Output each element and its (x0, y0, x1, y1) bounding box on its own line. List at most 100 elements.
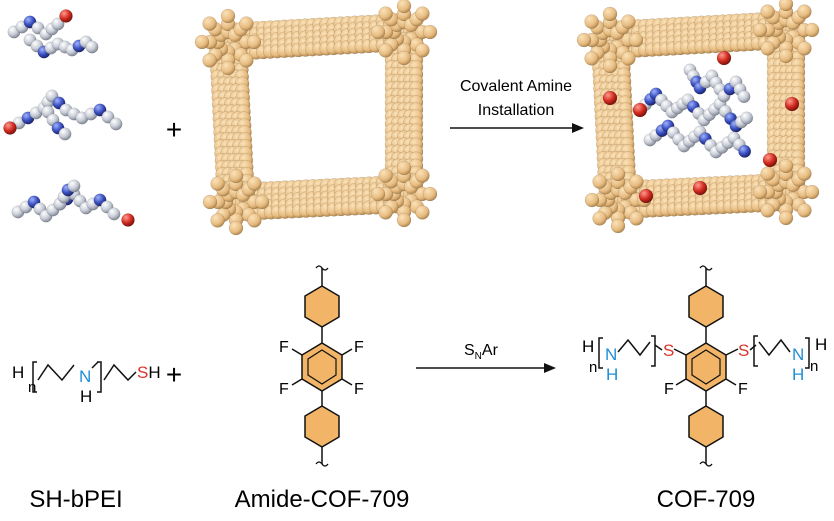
framework-node-atom (752, 22, 768, 38)
framework-node-atom (628, 32, 644, 48)
oxygen-atom (632, 102, 648, 118)
carbon-atom (67, 179, 81, 193)
framework-node-atom (415, 6, 430, 21)
framework-node-atom (584, 192, 600, 208)
pei-n-subscript: n (28, 379, 36, 396)
framework-node-atom (592, 211, 607, 226)
bottom-plus-sign: + (166, 359, 182, 390)
carbon-atom (107, 207, 121, 221)
oxygen-atom (121, 213, 135, 227)
pei-h-left: H (12, 363, 24, 382)
product-nh-left: H (606, 365, 618, 384)
framework-node-atom (592, 174, 607, 189)
oxygen-atom (638, 188, 654, 204)
framework-node-atom (584, 14, 599, 29)
framework-node-atom (396, 212, 412, 228)
framework-node-atom (370, 186, 386, 202)
framework-node-atom (576, 32, 592, 48)
framework-node-atom (778, 210, 794, 226)
framework-node-atom (378, 168, 393, 183)
oxygen-atom (762, 152, 778, 168)
oxygen-atom (716, 50, 732, 66)
amide-linker-structure: F F F F (279, 265, 364, 467)
framework-node-atom (396, 0, 412, 14)
framework-node-atom (760, 166, 775, 181)
product-h-right: H (815, 335, 827, 354)
product-nh-right: H (792, 365, 804, 384)
cof-709-product-structure: S S F F H n N H N H n H (582, 265, 827, 467)
pei-chains-model (3, 9, 135, 227)
framework-node-atom (210, 176, 225, 191)
framework-node-atom (610, 218, 626, 234)
framework-node-atom (415, 205, 430, 220)
framework-node-atom (629, 211, 644, 226)
framework-node-atom (602, 6, 618, 22)
product-fluorine-left: F (664, 381, 674, 398)
framework-node-atom (415, 43, 430, 58)
oxygen-atom (602, 90, 618, 106)
framework-node-atom (396, 160, 412, 176)
fluorine-bottom-left: F (279, 381, 289, 398)
fluorine-top-left: F (279, 339, 289, 356)
fluorine-bottom-right: F (354, 381, 364, 398)
framework-node-atom (621, 14, 636, 29)
framework-node-atom (797, 41, 812, 56)
pei-thiol-group: SH (137, 363, 161, 382)
carbon-atom (737, 90, 751, 104)
framework-node-atom (778, 0, 794, 12)
framework-node-atom (797, 166, 812, 181)
framework-node-atom (610, 166, 626, 182)
framework-node-atom (247, 213, 262, 228)
framework-node-atom (378, 205, 393, 220)
wavy-bond-bottom (315, 461, 329, 467)
framework-node-atom (396, 50, 412, 66)
framework-node-atom (422, 186, 438, 202)
nitrogen-atom (93, 103, 107, 117)
framework-node-atom (752, 184, 768, 200)
top-arrow-label-line2: Installation (478, 102, 555, 119)
framework-node-atom (202, 194, 218, 210)
framework-node-atom (239, 53, 254, 68)
wavy-bond-top (315, 265, 329, 271)
framework-node-atom (584, 51, 599, 66)
framework-node-atom (220, 60, 236, 76)
top-reaction-arrow (450, 123, 584, 133)
carbon-atom (109, 117, 123, 131)
fluorine-top-right: F (354, 339, 364, 356)
top-plus-sign: + (166, 114, 182, 145)
cof-709-framework-model (576, 0, 820, 234)
framework-node-atom (378, 6, 393, 21)
product-n-subscript-left: n (589, 359, 597, 376)
framework-node-atom (220, 8, 236, 24)
framework-node-atom (804, 184, 820, 200)
framework-node-atom (210, 213, 225, 228)
pei-nitrogen-atom: N (79, 367, 91, 386)
framework-node-atom (228, 168, 244, 184)
oxygen-atom (3, 121, 17, 135)
snar-label: SNAr (464, 342, 499, 362)
top-arrow-label-line1: Covalent Amine (460, 78, 572, 95)
pei-nh-hydrogen: H (80, 387, 92, 406)
framework-node-atom (202, 53, 217, 68)
framework-node-atom (760, 203, 775, 218)
framework-node-atom (202, 16, 217, 31)
framework-node-atom (760, 41, 775, 56)
cof-709-name: COF-709 (657, 486, 756, 513)
framework-node-atom (228, 220, 244, 236)
phenyl-ring-bottom (304, 405, 340, 448)
amide-cof-709-name: Amide-COF-709 (235, 486, 410, 513)
product-sulfur-left: S (663, 341, 674, 360)
product-h-left: H (582, 337, 594, 356)
sh-bpei-name: SH-bPEI (29, 486, 122, 513)
framework-node-atom (797, 4, 812, 19)
sh-bpei-structure: H n N H SH (12, 361, 161, 406)
carbon-atom (85, 40, 99, 54)
carbon-atom (51, 17, 65, 31)
carbon-atom (58, 127, 72, 141)
framework-node-atom (239, 16, 254, 31)
framework-node-atom (629, 174, 644, 189)
carbon-atom (101, 110, 115, 124)
framework-node-atom (778, 158, 794, 174)
carbon-atom (740, 111, 754, 125)
